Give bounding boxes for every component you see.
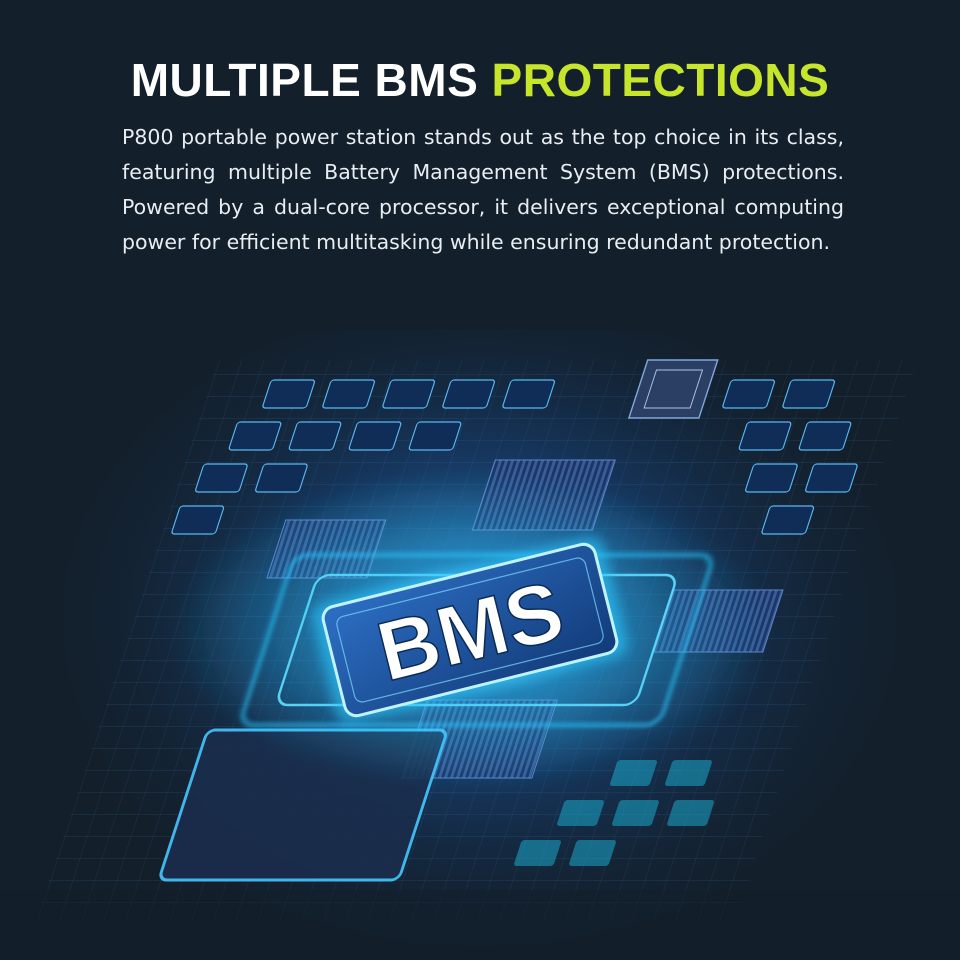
product-description: P800 portable power station stands out a…	[122, 125, 844, 254]
headline-part-1: MULTIPLE BMS	[130, 54, 492, 106]
page-headline: MULTIPLE BMS PROTECTIONS	[0, 52, 960, 108]
headline-accent: PROTECTIONS	[491, 54, 830, 106]
circuit-board-illustration: BMS	[0, 330, 960, 960]
